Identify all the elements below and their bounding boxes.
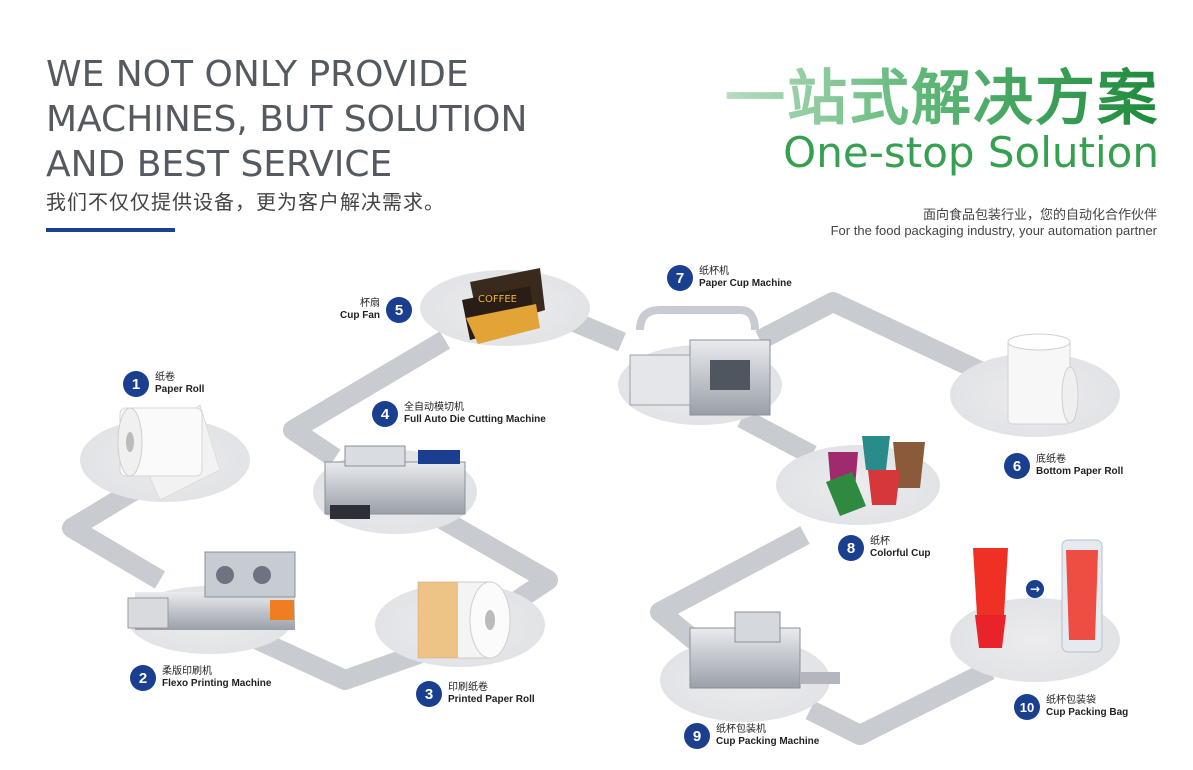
- step-label-cn: 纸杯: [870, 536, 890, 547]
- step-number-badge: 9: [684, 723, 710, 749]
- step-number-badge: 5: [386, 297, 412, 323]
- cup-stack-red-image: [973, 548, 1008, 648]
- cup-packing-machine-image: [689, 611, 840, 689]
- step-label-cn: 印刷纸卷: [448, 682, 488, 693]
- step-label-en: Full Auto Die Cutting Machine: [404, 414, 546, 425]
- step-label-en: Cup Packing Bag: [1046, 707, 1129, 718]
- step-number-badge: 6: [1004, 453, 1030, 479]
- step-label-cn: 底纸卷: [1036, 454, 1066, 465]
- tagline-en: For the food packaging industry, your au…: [830, 223, 1157, 238]
- paper-cup-machine-image: [629, 306, 771, 416]
- step-label-cn: 纸杯包装机: [716, 724, 766, 735]
- headline-line-1: WE NOT ONLY PROVIDE: [46, 54, 469, 95]
- step-label-cn: 杯扇: [360, 298, 380, 309]
- step-label-en: Paper Cup Machine: [699, 278, 792, 289]
- step-label-en: Cup Packing Machine: [716, 736, 820, 747]
- step-label-cn: 纸杯包装袋: [1046, 695, 1096, 706]
- step-label-cn: 纸卷: [155, 372, 175, 383]
- divider: [46, 228, 175, 232]
- brand-title-cn: 一站式解决方案: [725, 50, 1159, 137]
- step-label-en: Printed Paper Roll: [448, 694, 535, 705]
- svg-text:COFFEE: COFFEE: [478, 294, 517, 305]
- tagline-cn: 面向食品包装行业，您的自动化合作伙伴: [922, 208, 1157, 223]
- brand-title-en: One-stop Solution: [783, 128, 1159, 177]
- step-label-en: Flexo Printing Machine: [162, 678, 272, 689]
- paper-roll-image: [117, 404, 221, 501]
- step-number-badge: 7: [667, 265, 693, 291]
- step-number-badge: 10: [1014, 694, 1040, 720]
- step-label-cn: 纸杯机: [699, 266, 729, 277]
- headline: WE NOT ONLY PROVIDE MACHINES, BUT SOLUTI…: [46, 52, 566, 187]
- step-label-cn: 柔版印刷机: [162, 666, 212, 677]
- step-label-en: Cup Fan: [340, 310, 380, 321]
- die-cutting-machine-image: [324, 445, 466, 519]
- step-number-badge: 8: [838, 535, 864, 561]
- step-label-en: Colorful Cup: [870, 548, 931, 559]
- headline-line-2: MACHINES, BUT SOLUTION: [46, 99, 528, 140]
- bottom-paper-roll-image: [1007, 333, 1079, 425]
- arrow-right-icon: →: [1026, 580, 1044, 598]
- conveyor-path: [62, 292, 1000, 745]
- headline-subtitle: 我们不仅仅提供设备，更为客户解决需求。: [46, 190, 445, 214]
- cup-packing-bag-image: [1061, 539, 1103, 653]
- flexo-printing-machine-image: [127, 551, 296, 630]
- step-label-cn: 全自动模切机: [404, 402, 464, 413]
- step-number-badge: 1: [123, 371, 149, 397]
- step-number-badge: 3: [416, 681, 442, 707]
- headline-line-3: AND BEST SERVICE: [46, 144, 393, 185]
- colorful-cups-image: [826, 436, 925, 516]
- printed-paper-roll-image: [417, 581, 511, 659]
- cup-fan-image: COFFEE: [462, 268, 545, 344]
- step-label-en: Bottom Paper Roll: [1036, 466, 1124, 477]
- step-number-badge: 2: [130, 665, 156, 691]
- step-label-en: Paper Roll: [155, 384, 205, 395]
- step-number-badge: 4: [372, 401, 398, 427]
